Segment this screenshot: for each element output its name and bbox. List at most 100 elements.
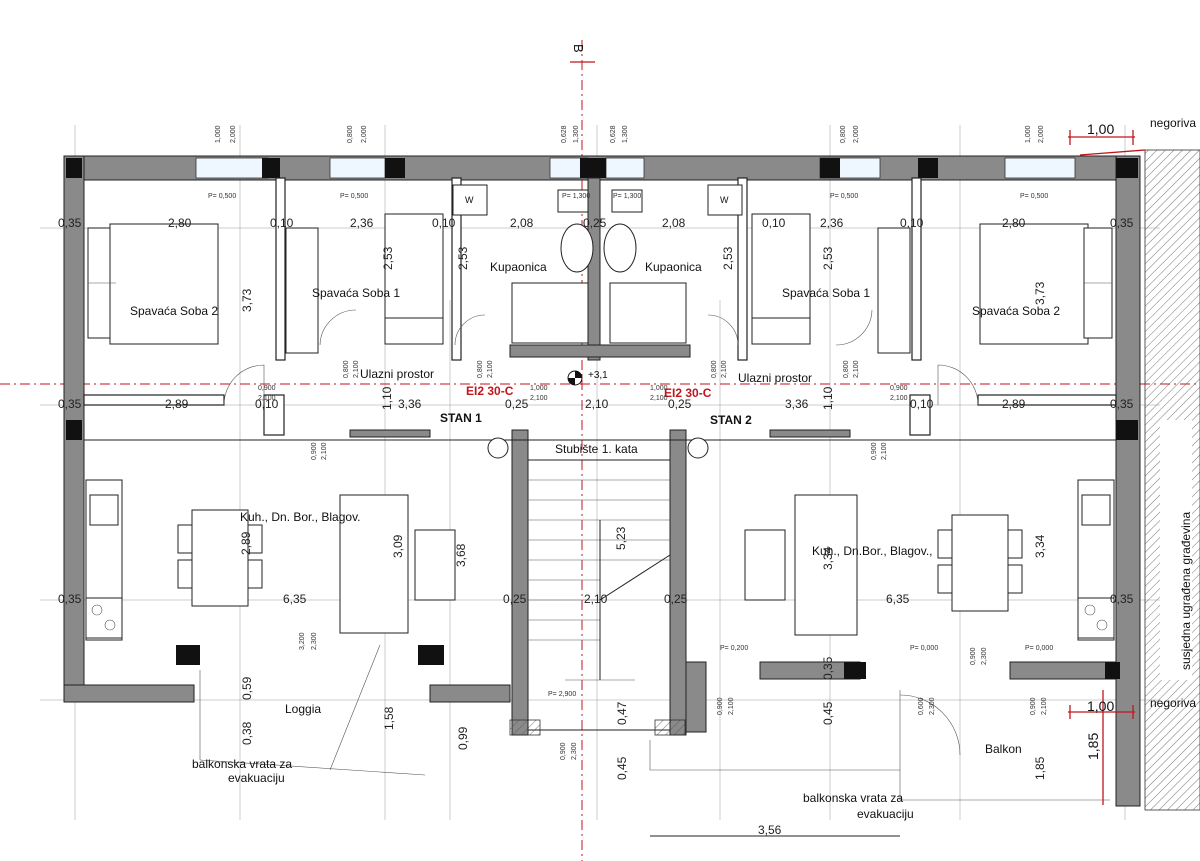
svg-text:1,000: 1,000 (1025, 125, 1032, 143)
dim-top: 2,36 (820, 216, 844, 230)
dim-bottom: 0,35 (821, 656, 835, 680)
dim-bottom: 0,45 (615, 756, 629, 780)
dim-height: 2,53 (821, 246, 835, 270)
svg-text:0,900: 0,900 (311, 442, 318, 460)
dim-height: 3,73 (1033, 281, 1047, 305)
dim-top: 2,36 (350, 216, 374, 230)
room-bathroom-right: Kupaonica (645, 260, 702, 274)
red-dimension-bottom: 1,00 (1087, 698, 1114, 714)
room-bedroom2-right: Spavaća Soba 2 (972, 304, 1060, 318)
svg-text:2,000: 2,000 (1038, 125, 1045, 143)
fire-rating-left: EI2 30-C (466, 384, 514, 398)
level-label: +3,1 (588, 370, 608, 381)
dim-top: 0,10 (900, 216, 924, 230)
dim-low: 0,35 (1110, 592, 1134, 606)
svg-text:2,300: 2,300 (929, 697, 936, 715)
svg-text:0,800: 0,800 (347, 125, 354, 143)
svg-text:1,000: 1,000 (650, 385, 668, 392)
svg-text:2,100: 2,100 (321, 442, 328, 460)
room-balcony: Balkon (985, 742, 1022, 756)
unit-label-right: STAN 2 (710, 413, 752, 427)
door-swings (199, 309, 979, 776)
room-kitchen-right: Kuh., Dn.Bor., Blagov., (812, 544, 933, 558)
dim-top: 2,08 (510, 216, 534, 230)
dim-mid: 0,25 (505, 397, 529, 411)
section-marker: B (571, 44, 586, 53)
dim-height: 3,09 (391, 534, 405, 558)
svg-text:P= 0,500: P= 0,500 (830, 193, 858, 200)
svg-text:0,800: 0,800 (840, 125, 847, 143)
svg-text:P= 0,000: P= 0,000 (910, 645, 938, 652)
svg-text:2,300: 2,300 (571, 742, 578, 760)
svg-text:0,800: 0,800 (343, 360, 350, 378)
room-bathroom-left: Kupaonica (490, 260, 547, 274)
svg-text:P= 0,200: P= 0,200 (720, 645, 748, 652)
interior-walls (83, 177, 1117, 736)
red-dimension-side: 1,85 (1085, 733, 1101, 760)
dim-top: 2,08 (662, 216, 686, 230)
svg-text:0,900: 0,900 (970, 647, 977, 665)
dim-bottom: 1,85 (1033, 756, 1047, 780)
dim-bottom: 1,58 (382, 706, 396, 730)
svg-text:1,300: 1,300 (622, 125, 629, 143)
svg-text:1,000: 1,000 (215, 125, 222, 143)
dim-mid: 3,36 (785, 397, 809, 411)
dim-mid: 0,10 (910, 397, 934, 411)
svg-text:0,900: 0,900 (258, 385, 276, 392)
svg-text:0,900: 0,900 (717, 697, 724, 715)
svg-text:P= 0,500: P= 0,500 (208, 193, 236, 200)
dim-mid: 2,89 (165, 397, 189, 411)
room-bedroom1-right: Spavaća Soba 1 (782, 286, 870, 300)
svg-text:P= 0,500: P= 0,500 (1020, 193, 1048, 200)
dim-low: 0,25 (503, 592, 527, 606)
room-kitchen-left: Kuh., Dn. Bor., Blagov. (240, 510, 361, 524)
dim-mid: 2,10 (585, 397, 609, 411)
dim-mid: 3,36 (398, 397, 422, 411)
svg-text:2,000: 2,000 (361, 125, 368, 143)
svg-text:2,100: 2,100 (853, 360, 860, 378)
balcony-outline (899, 690, 1110, 801)
dim-top: 0,10 (762, 216, 786, 230)
dim-low: 6,35 (886, 592, 910, 606)
dim-top: 0,25 (583, 216, 607, 230)
dimensions: 0,35 2,80 0,10 2,36 0,10 2,08 0,25 2,08 … (58, 216, 1134, 837)
svg-text:2,100: 2,100 (258, 395, 276, 402)
evacuation-note-right-1: balkonska vrata za (803, 791, 903, 805)
svg-text:2,100: 2,100 (1041, 697, 1048, 715)
room-entry-right: Ulazni prostor (738, 371, 812, 385)
svg-text:3,200: 3,200 (299, 632, 306, 650)
fire-rating-right: EI2 30-C (664, 386, 712, 400)
section-axes: B (0, 40, 1200, 861)
dim-height: 2,53 (721, 246, 735, 270)
dim-top: 0,35 (1110, 216, 1134, 230)
svg-text:0,900: 0,900 (890, 385, 908, 392)
room-loggia: Loggia (285, 702, 321, 716)
dim-top: 2,80 (168, 216, 192, 230)
staircase (527, 459, 671, 731)
svg-text:P= 0,500: P= 0,500 (340, 193, 368, 200)
dim-low: 0,25 (664, 592, 688, 606)
dim-height: 2,53 (456, 246, 470, 270)
dim-mid: 0,35 (58, 397, 82, 411)
svg-text:0,900: 0,900 (1030, 697, 1037, 715)
svg-text:2,100: 2,100 (530, 395, 548, 402)
dim-height: 3,34 (1033, 534, 1047, 558)
dim-mid: 0,10 (255, 397, 279, 411)
evacuation-note-left-1: balkonska vrata za (192, 757, 292, 771)
washing-machine-right: W (720, 195, 729, 205)
svg-text:0,900: 0,900 (871, 442, 878, 460)
furniture (85, 184, 1115, 641)
neighbor-building-label: susjedna ugrađena građevina (1179, 512, 1193, 670)
svg-text:0,900: 0,900 (560, 742, 567, 760)
svg-text:2,100: 2,100 (890, 395, 908, 402)
dim-mid: 0,25 (668, 397, 692, 411)
svg-text:1,000: 1,000 (530, 385, 548, 392)
svg-text:1,300: 1,300 (573, 125, 580, 143)
svg-text:0,800: 0,800 (477, 360, 484, 378)
svg-text:2,300: 2,300 (981, 647, 988, 665)
dim-height: 2,53 (381, 246, 395, 270)
room-bedroom2-left: Spavaća Soba 2 (130, 304, 218, 318)
dim-bottom-width: 3,56 (758, 823, 782, 837)
svg-text:P= 0,000: P= 0,000 (1025, 645, 1053, 652)
room-bedroom1-left: Spavaća Soba 1 (312, 286, 400, 300)
